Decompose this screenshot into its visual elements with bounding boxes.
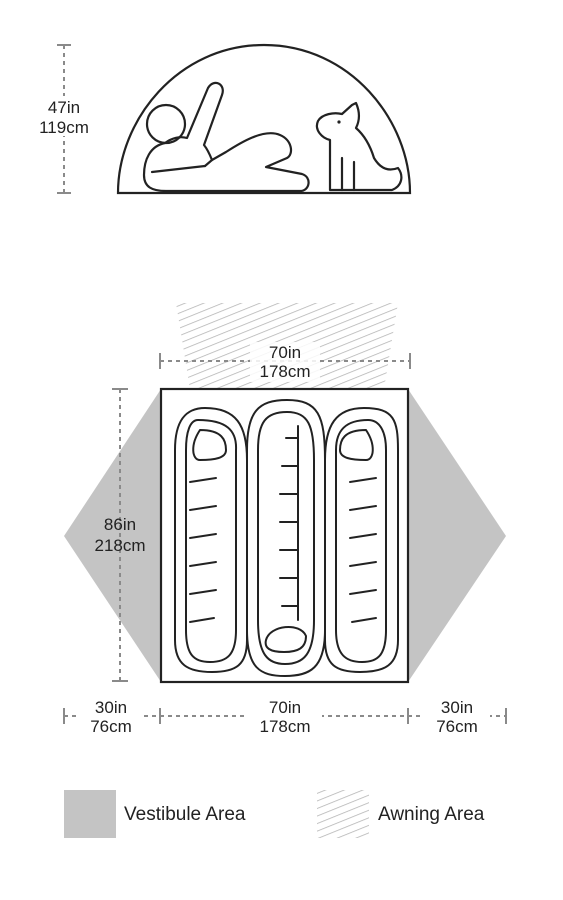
length-in-label: 86in: [104, 515, 136, 534]
sleeping-bag-middle: [246, 399, 326, 677]
floor-width-cm-label: 178cm: [259, 717, 310, 736]
left-vestibule-cm-label: 76cm: [90, 717, 132, 736]
legend-awning-swatch: [317, 790, 369, 838]
height-dimension: 47in 119cm: [30, 44, 98, 194]
legend-vestibule-swatch: [64, 790, 116, 838]
left-vestibule-in-label: 30in: [95, 698, 127, 717]
top-width-dimension: 70in 178cm: [159, 342, 411, 382]
sleeping-bag-left: [174, 407, 248, 673]
floor-plan: 70in 178cm 86in 218cm: [63, 303, 507, 738]
top-width-in-label: 70in: [269, 343, 301, 362]
side-view: 47in 119cm: [30, 43, 412, 195]
sleeping-bag-right: [324, 407, 399, 673]
tent-dome-outline: [116, 43, 412, 195]
height-in-label: 47in: [48, 98, 80, 117]
right-vestibule-cm-label: 76cm: [436, 717, 478, 736]
sitting-dog-icon: [315, 101, 403, 192]
legend-vestibule-label: Vestibule Area: [124, 804, 246, 825]
floor-width-in-label: 70in: [269, 698, 301, 717]
left-vestibule-shape: [64, 389, 161, 682]
length-cm-label: 218cm: [94, 536, 145, 555]
reclining-person-icon: [142, 81, 310, 193]
height-cm-label: 119cm: [39, 118, 89, 137]
legend: Vestibule Area Awning Area: [64, 790, 485, 838]
bottom-dimensions: 30in 76cm 70in 178cm 30in 76cm: [63, 698, 507, 738]
right-vestibule-shape: [408, 389, 506, 682]
top-width-cm-label: 178cm: [259, 362, 310, 381]
length-dimension: 86in 218cm: [94, 388, 146, 682]
legend-awning-label: Awning Area: [378, 804, 485, 825]
sleeping-bags: [174, 399, 399, 677]
right-vestibule-in-label: 30in: [441, 698, 473, 717]
